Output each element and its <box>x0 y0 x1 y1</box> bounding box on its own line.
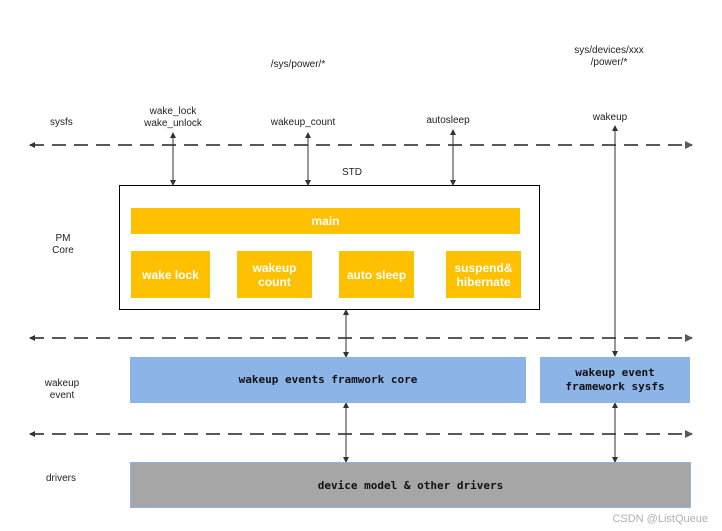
wake-lock-module: wake lock <box>131 251 210 298</box>
sys-devices-label: sys/devices/xxx /power/* <box>574 45 644 68</box>
autosleep-api-label: autosleep <box>426 115 470 126</box>
suspend-hibernate-module: suspend& hibernate <box>446 251 521 298</box>
wakeup-count-module: wakeup count <box>237 251 312 298</box>
drivers-layer-label: drivers <box>46 473 77 484</box>
pm-core-layer-label: PM Core <box>52 233 74 256</box>
sys-power-label: /sys/power/* <box>270 59 326 70</box>
wakeup-event-framework-sysfs: wakeup event framework sysfs <box>540 357 690 403</box>
sysfs-layer-label: sysfs <box>50 117 73 128</box>
wakeup-event-layer-label: wakeup event <box>44 378 80 401</box>
wakeup-events-framework-core: wakeup events framwork core <box>130 357 526 403</box>
wakeup-api-label: wakeup <box>592 112 628 123</box>
wakeup-count-api-label: wakeup_count <box>270 117 336 128</box>
main-module: main <box>131 208 520 234</box>
device-model-drivers: device model & other drivers <box>130 462 691 508</box>
wake-lock-api-label: wake_lock wake_unlock <box>144 106 202 129</box>
std-label: STD <box>342 167 362 178</box>
watermark: CSDN @ListQueue <box>612 513 708 525</box>
auto-sleep-module: auto sleep <box>339 251 414 298</box>
